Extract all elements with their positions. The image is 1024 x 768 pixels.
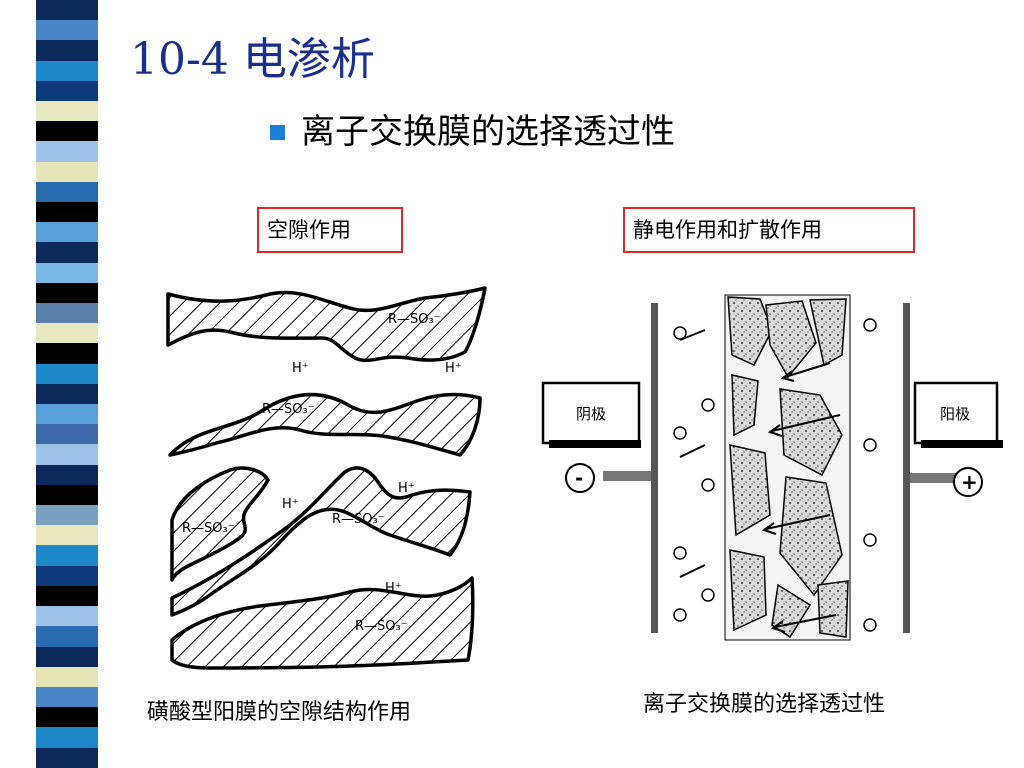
membrane-region-left xyxy=(170,466,270,582)
minus-terminal-icon xyxy=(565,463,595,493)
stripe-13 xyxy=(36,262,98,283)
cathode-box-shadow xyxy=(549,440,641,448)
membrane-region-top xyxy=(166,286,487,363)
group-label-1: R—SO₃⁻ xyxy=(388,312,441,327)
membrane-grains xyxy=(727,296,849,639)
stripe-17 xyxy=(36,343,98,364)
stripe-8 xyxy=(36,161,98,182)
electrodialysis-figure: 阴极 - 阳极 + xyxy=(541,294,1003,641)
right-figure-caption: 离子交换膜的选择透过性 xyxy=(643,692,886,717)
stripe-5 xyxy=(36,101,98,122)
stripe-26 xyxy=(36,525,98,546)
stripe-23 xyxy=(36,464,98,485)
stripe-24 xyxy=(36,484,98,506)
stripe-27 xyxy=(36,545,98,566)
anode-label: 阳极 xyxy=(940,405,970,423)
stripe-6 xyxy=(36,121,98,142)
stripe-16 xyxy=(36,323,98,344)
stripe-36 xyxy=(36,727,98,748)
stripe-10 xyxy=(36,202,98,223)
plus-sign: + xyxy=(961,470,978,494)
stripe-2 xyxy=(36,40,98,61)
membrane-region-upper xyxy=(168,392,482,457)
bullet-text: 离子交换膜的选择透过性 xyxy=(301,112,675,152)
stripe-18 xyxy=(36,363,98,384)
left-figure-label-text: 空隙作用 xyxy=(267,217,351,242)
stripe-32 xyxy=(36,646,98,667)
stripe-19 xyxy=(36,383,98,405)
stripe-1 xyxy=(36,20,98,41)
anode-box xyxy=(913,381,999,445)
stripe-14 xyxy=(36,282,98,304)
stripe-11 xyxy=(36,222,98,243)
stripe-4 xyxy=(36,80,98,102)
decorative-stripe-bar xyxy=(36,0,98,768)
ion-markers xyxy=(673,318,877,632)
stripe-20 xyxy=(36,404,98,425)
anode-box-shadow xyxy=(921,440,1003,448)
stripe-29 xyxy=(36,585,98,607)
membrane-region-bottom xyxy=(170,576,475,670)
membrane-pore-figure: R—SO₃⁻ R—SO₃⁻ R—SO₃⁻ R—SO₃⁻ R—SO₃⁻ H⁺ H⁺… xyxy=(166,286,487,670)
stripe-28 xyxy=(36,565,98,586)
stripe-0 xyxy=(36,0,98,21)
proton-label-3: H⁺ xyxy=(398,481,415,496)
left-figure-label: 空隙作用 xyxy=(257,207,403,253)
group-label-3: R—SO₃⁻ xyxy=(182,521,235,536)
stripe-31 xyxy=(36,626,98,647)
membrane-region-middle xyxy=(170,466,472,617)
stripe-25 xyxy=(36,505,98,526)
proton-label-5: H⁺ xyxy=(385,581,402,596)
stripe-37 xyxy=(36,747,98,768)
proton-label-2: H⁺ xyxy=(445,361,462,376)
stripe-34 xyxy=(36,686,98,708)
right-figure-label: 静电作用和扩散作用 xyxy=(623,207,915,253)
stripe-9 xyxy=(36,181,98,203)
stripe-35 xyxy=(36,707,98,728)
minus-sign: - xyxy=(575,466,583,490)
stripe-33 xyxy=(36,666,98,687)
bullet-item: 离子交换膜的选择透过性 xyxy=(270,115,675,149)
stripe-30 xyxy=(36,606,98,627)
group-label-4: R—SO₃⁻ xyxy=(332,512,385,527)
stripe-7 xyxy=(36,141,98,162)
slide-title: 10-4 电渗析 xyxy=(130,34,375,85)
stripe-15 xyxy=(36,303,98,324)
right-figure-label-text: 静电作用和扩散作用 xyxy=(633,217,822,242)
stripe-22 xyxy=(36,444,98,465)
group-label-5: R—SO₃⁻ xyxy=(355,619,408,634)
cathode-label: 阴极 xyxy=(576,405,606,423)
plus-terminal-icon xyxy=(953,467,983,497)
proton-label-1: H⁺ xyxy=(292,361,309,376)
anode-electrode-plate xyxy=(903,303,910,633)
stripe-12 xyxy=(36,242,98,263)
left-figure-caption: 磺酸型阳膜的空隙结构作用 xyxy=(147,700,412,725)
cathode-electrode-plate xyxy=(651,303,658,633)
cathode-rod xyxy=(603,471,651,481)
anode-rod xyxy=(910,473,962,483)
stripe-3 xyxy=(36,60,98,81)
group-label-2: R—SO₃⁻ xyxy=(262,402,315,417)
stripe-21 xyxy=(36,424,98,445)
proton-label-4: H⁺ xyxy=(282,497,299,512)
ion-flow-arrows xyxy=(679,329,841,633)
bullet-square-icon xyxy=(270,124,285,140)
